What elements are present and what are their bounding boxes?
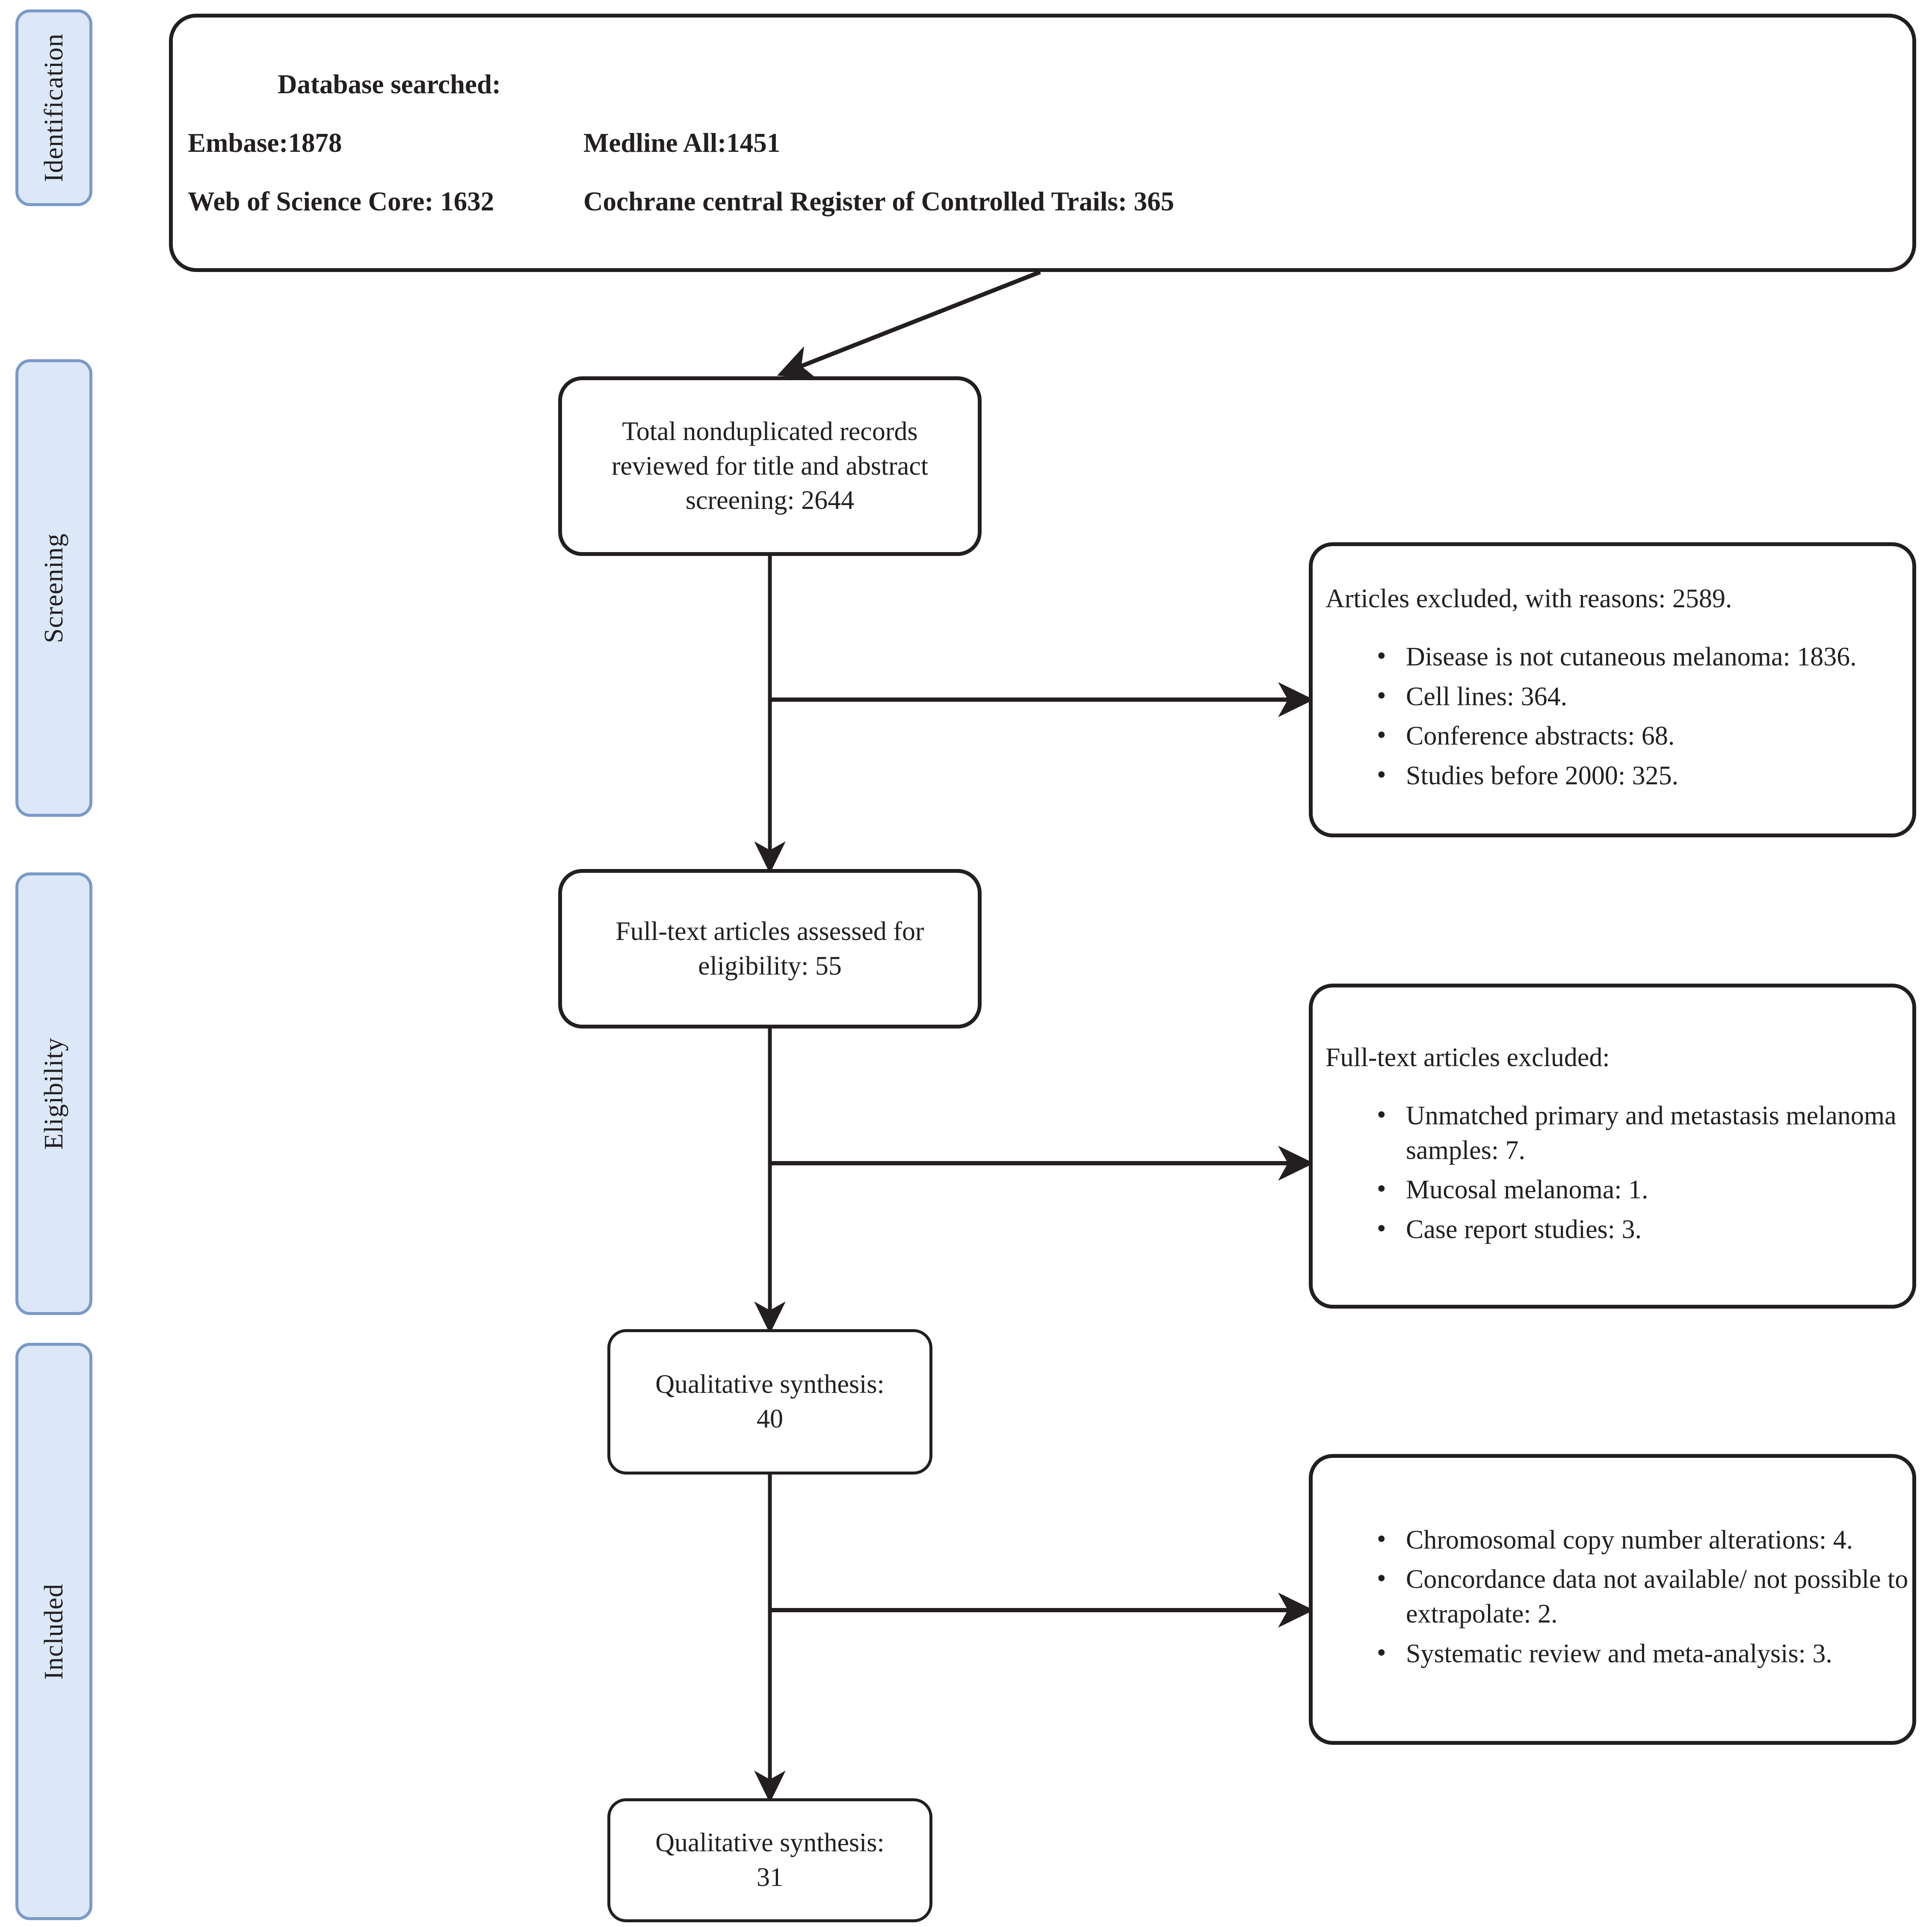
records-screened-line: screening: 2644: [685, 486, 855, 515]
excluded-qualitative-item: Systematic review and meta-analysis: 3.: [1377, 1636, 1912, 1671]
stage-included: Included: [15, 1343, 92, 1920]
excluded-screening-box: Articles excluded, with reasons: 2589. D…: [1309, 542, 1916, 837]
excluded-fulltext-item: Unmatched primary and metastasis melanom…: [1377, 1098, 1912, 1167]
excluded-fulltext-box: Full-text articles excluded: Unmatched p…: [1309, 984, 1916, 1309]
qualitative-synthesis-31-box: Qualitative synthesis: 31: [607, 1798, 932, 1922]
qualitative-synthesis-40-box: Qualitative synthesis: 40: [607, 1329, 932, 1475]
stage-identification: Identification: [15, 9, 92, 206]
qualitative-synthesis-31-line: 31: [757, 1863, 783, 1892]
stage-screening-label: Screening: [39, 533, 68, 643]
medline-count: Medline All:1451: [583, 127, 781, 158]
excluded-qualitative-list: Chromosomal copy number alterations: 4. …: [1313, 1522, 1912, 1676]
database-searched-title: Database searched:: [278, 69, 501, 99]
qualitative-synthesis-31-line: Qualitative synthesis:: [655, 1828, 885, 1858]
excluded-fulltext-item: Case report studies: 3.: [1377, 1212, 1912, 1247]
fulltext-assessed-line: Full-text articles assessed for: [615, 916, 924, 946]
database-row: Embase:1878 Medline All:1451: [173, 127, 1912, 159]
fulltext-assessed-box: Full-text articles assessed for eligibil…: [558, 869, 982, 1029]
web-of-science-count: Web of Science Core: 1632: [188, 186, 494, 216]
database-row: Web of Science Core: 1632 Cochrane centr…: [173, 186, 1912, 217]
stage-eligibility: Eligibility: [15, 872, 92, 1315]
cochrane-count: Cochrane central Register of Controlled …: [583, 186, 1175, 216]
fulltext-assessed-line: eligibility: 55: [698, 951, 842, 981]
stage-included-label: Included: [39, 1583, 68, 1680]
records-screened-line: reviewed for title and abstract: [611, 451, 929, 481]
records-screened-line: Total nonduplicated records: [622, 417, 918, 446]
excluded-qualitative-item: Concordance data not available/ not poss…: [1377, 1561, 1912, 1631]
excluded-qualitative-item: Chromosomal copy number alterations: 4.: [1377, 1522, 1912, 1558]
excluded-qualitative-box: Chromosomal copy number alterations: 4. …: [1309, 1454, 1916, 1745]
excluded-screening-list: Disease is not cutaneous melanoma: 1836.…: [1313, 639, 1912, 798]
stage-screening: Screening: [15, 359, 92, 817]
identification-sources-box: Database searched: Embase:1878 Medline A…: [169, 14, 1916, 272]
excluded-fulltext-heading: Full-text articles excluded:: [1325, 1043, 1610, 1072]
qualitative-synthesis-40-line: Qualitative synthesis:: [655, 1370, 885, 1399]
excluded-screening-item: Disease is not cutaneous melanoma: 1836.: [1377, 639, 1912, 674]
excluded-screening-heading: Articles excluded, with reasons: 2589.: [1325, 584, 1732, 613]
excluded-fulltext-item: Mucosal melanoma: 1.: [1377, 1172, 1912, 1207]
excluded-screening-item: Studies before 2000: 325.: [1377, 758, 1912, 793]
stage-identification-label: Identification: [39, 33, 68, 182]
excluded-screening-item: Cell lines: 364.: [1377, 679, 1912, 714]
embase-count: Embase:1878: [188, 127, 342, 158]
stage-eligibility-label: Eligibility: [39, 1037, 68, 1150]
arrow-identification-to-records: [777, 270, 1041, 379]
qualitative-synthesis-40-line: 40: [757, 1404, 783, 1433]
excluded-screening-item: Conference abstracts: 68.: [1377, 718, 1912, 754]
excluded-fulltext-list: Unmatched primary and metastasis melanom…: [1313, 1098, 1912, 1252]
records-screened-box: Total nonduplicated records reviewed for…: [558, 376, 982, 556]
